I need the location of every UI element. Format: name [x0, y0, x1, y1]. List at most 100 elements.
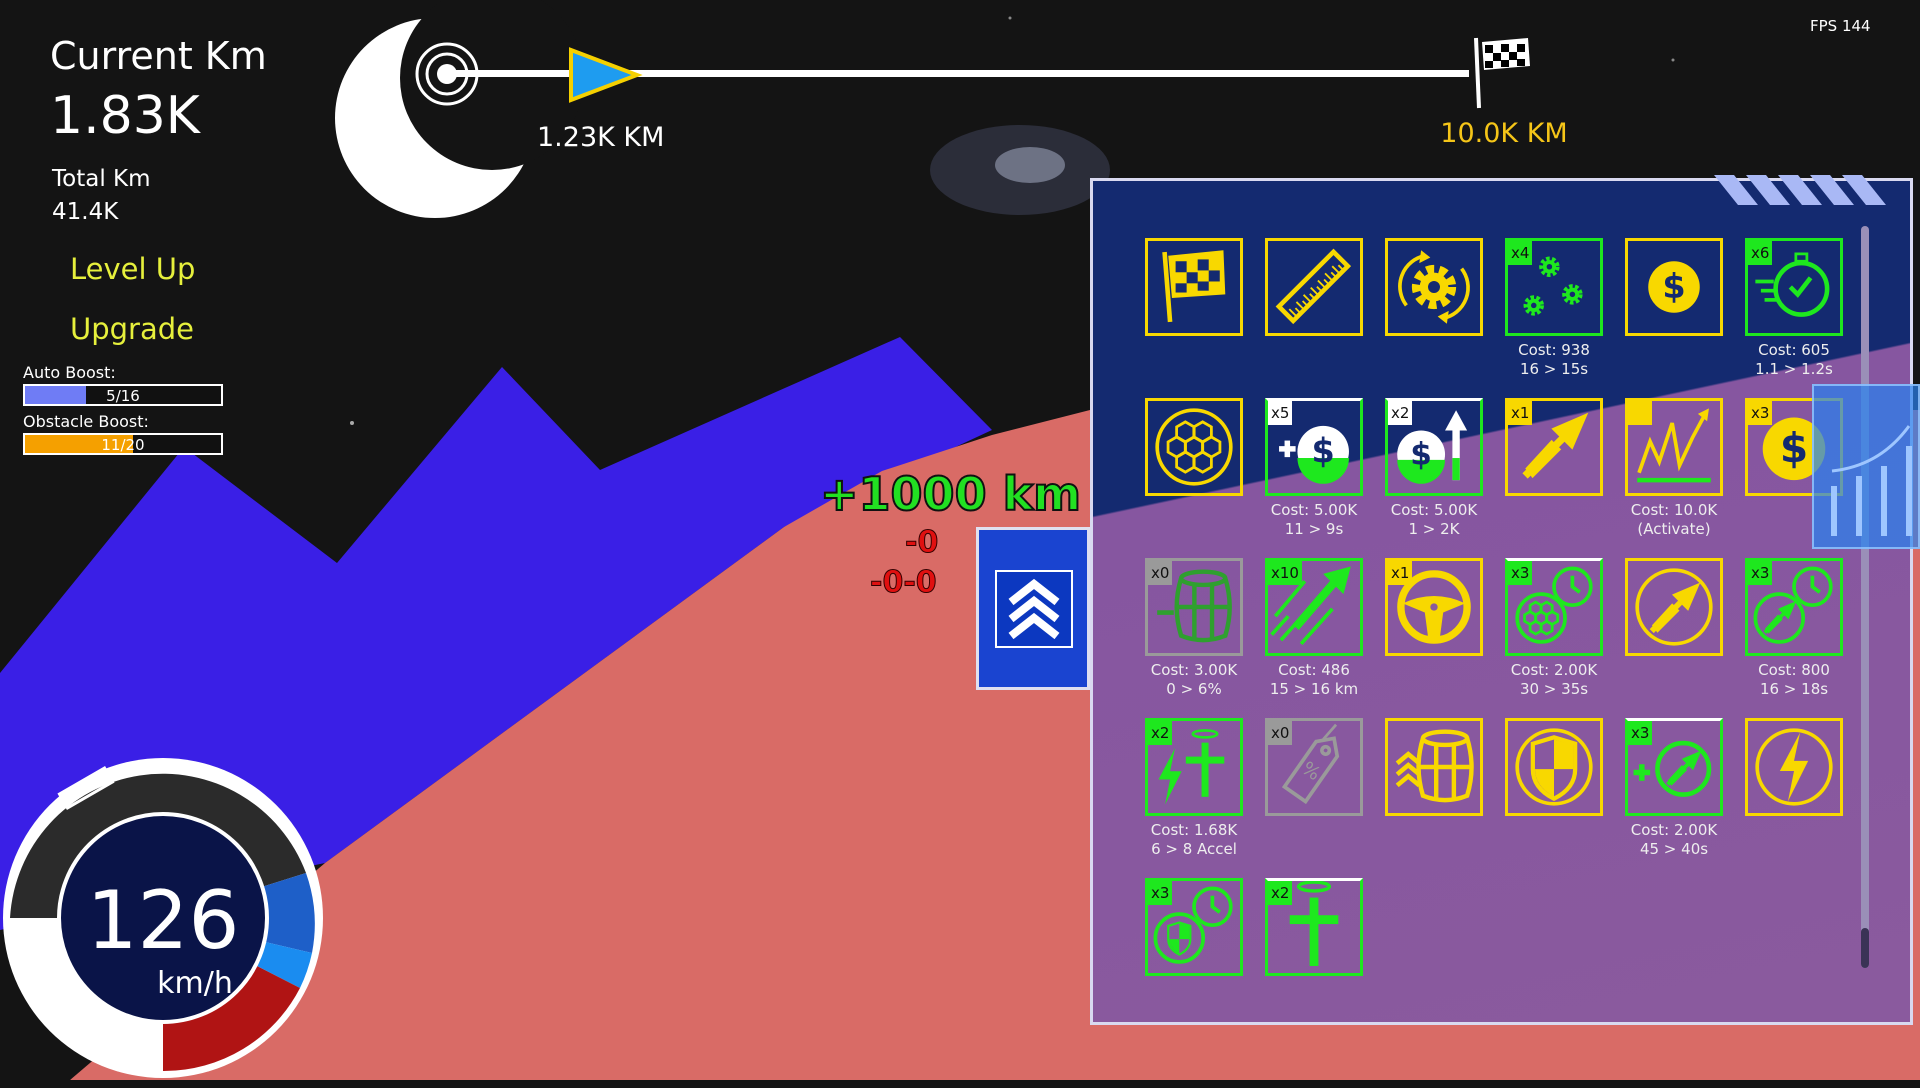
upgrade-slot[interactable] — [1625, 558, 1723, 656]
speedometer: 126 km/h — [3, 758, 323, 1078]
upgrade-level-badge: x3 — [1148, 881, 1173, 905]
steering-wheel-icon — [1397, 570, 1471, 644]
upgrade-effect: 45 > 40s — [1639, 840, 1709, 858]
level-up-button[interactable]: Level Up — [70, 252, 196, 286]
gears-icon — [1523, 256, 1583, 316]
upgrade-level-badge: x2 — [1388, 401, 1413, 425]
upgrade-cost-info: Cost: 10.0K(Activate) — [1604, 501, 1744, 539]
upgrade-slot[interactable]: x10 — [1265, 558, 1363, 656]
upgrade-slot[interactable]: $x5 — [1265, 398, 1363, 496]
upgrade-effect: 16 > 18s — [1759, 680, 1829, 698]
upgrade-slot[interactable]: $ x2 — [1385, 398, 1483, 496]
upgrade-slot[interactable]: %x0 — [1265, 718, 1363, 816]
auto-boost-fill — [25, 386, 87, 404]
moon-icon — [335, 0, 584, 218]
upgrade-slot[interactable]: x1 — [1385, 558, 1483, 656]
scrollbar-thumb[interactable] — [1861, 928, 1869, 968]
upgrade-level-badge: x3 — [1748, 401, 1773, 425]
upgrade-slot[interactable]: x1 — [1505, 398, 1603, 496]
gear-rotate-icon — [1398, 250, 1470, 324]
player-position-marker-icon — [568, 47, 643, 103]
upgrade-slot[interactable] — [1505, 718, 1603, 816]
upgrade-effect: (Activate) — [1637, 520, 1711, 538]
lightning-cross-icon — [1158, 729, 1225, 805]
upgrade-level-badge: x1 — [1388, 561, 1413, 585]
upgrade-cost: Cost: 486 — [1278, 661, 1350, 679]
upgrade-slot[interactable]: x0 — [1145, 558, 1243, 656]
upgrade-slot[interactable]: x3 — [1745, 558, 1843, 656]
upgrade-level-badge: x0 — [1268, 721, 1293, 745]
upgrade-cost: Cost: 938 — [1518, 341, 1590, 359]
honeycomb-clock-icon — [1515, 566, 1593, 644]
upgrade-button[interactable]: Upgrade — [70, 312, 194, 346]
current-distance-label: 1.23K KM — [537, 122, 665, 153]
upgrade-slot[interactable]: x3 — [1145, 878, 1243, 976]
upgrade-slot[interactable] — [1745, 718, 1843, 816]
dollar-icon: $ — [1648, 261, 1700, 313]
upgrade-slot[interactable]: x3 — [1625, 718, 1723, 816]
upgrade-effect: 6 > 8 Accel — [1151, 840, 1237, 858]
upgrade-slot[interactable] — [1625, 398, 1723, 496]
upgrade-slot[interactable] — [1265, 238, 1363, 336]
upgrade-level-badge: x2 — [1268, 881, 1293, 905]
upgrade-cost: Cost: 5.00K — [1270, 501, 1358, 519]
obstacle-boost-bar: 11/20 — [23, 433, 223, 455]
total-km-value: 41.4K — [52, 199, 119, 225]
svg-text:$: $ — [1780, 424, 1808, 472]
upgrade-slot[interactable]: x2 — [1145, 718, 1243, 816]
upgrade-effect: 15 > 16 km — [1269, 680, 1359, 698]
auto-boost-text: 5/16 — [106, 387, 140, 405]
upgrade-slot[interactable] — [1385, 718, 1483, 816]
svg-text:$: $ — [1312, 431, 1335, 470]
obstacle-loss-popup: -0 — [904, 525, 939, 560]
current-km-label: Current Km — [50, 34, 267, 78]
honeycomb-icon — [1155, 408, 1233, 486]
finish-flag-icon — [1474, 37, 1530, 109]
upgrade-level-badge: x6 — [1748, 241, 1773, 265]
upgrade-level-badge — [1628, 401, 1652, 425]
speed-value: 126 — [87, 874, 240, 967]
svg-text:$: $ — [1662, 267, 1685, 306]
upgrade-slot[interactable]: x2 — [1265, 878, 1363, 976]
ruler-icon — [1275, 248, 1352, 325]
stats-chart-icon[interactable] — [1812, 384, 1920, 549]
upgrade-slot[interactable]: x4 — [1505, 238, 1603, 336]
upgrade-cost: Cost: 10.0K — [1630, 501, 1718, 519]
boost-button[interactable] — [976, 527, 1090, 690]
upgrade-effect: 11 > 9s — [1284, 520, 1344, 538]
upgrade-slot[interactable]: $ x3 — [1745, 398, 1843, 496]
arrow-circle-icon — [1635, 568, 1713, 646]
upgrade-effect: 0 > 6% — [1166, 680, 1222, 698]
obstacle-boost-label: Obstacle Boost: — [23, 412, 149, 431]
dollar-up-icon: $ — [1397, 410, 1468, 484]
goal-distance-label: 10.0K KM — [1440, 118, 1568, 149]
arrow-clock-icon — [1753, 566, 1833, 644]
upgrade-slot[interactable]: x3 — [1505, 558, 1603, 656]
upgrade-cost: Cost: 5.00K — [1390, 501, 1478, 519]
upgrade-cost: Cost: 1.68K — [1150, 821, 1238, 839]
upgrade-panel-scrollbar[interactable] — [1861, 226, 1869, 968]
plus-dollar-icon: $ — [1279, 425, 1349, 484]
upgrade-slot[interactable]: x6 — [1745, 238, 1843, 336]
plus-arrow-icon — [1633, 740, 1712, 797]
distance-gain-popup: +1000 km — [819, 467, 1082, 521]
upgrade-slot[interactable] — [1145, 398, 1243, 496]
upgrade-slot[interactable]: $ — [1625, 238, 1723, 336]
svg-text:$: $ — [1410, 436, 1432, 472]
arrow-icon — [1522, 412, 1589, 479]
upgrade-level-badge: x10 — [1268, 561, 1302, 585]
chevrons-up-icon — [995, 570, 1073, 648]
upgrade-slot[interactable] — [1385, 238, 1483, 336]
upgrade-effect: 16 > 15s — [1519, 360, 1589, 378]
discount-tag-icon: % — [1281, 723, 1340, 805]
upgrade-effect: 1.1 > 1.2s — [1755, 360, 1833, 378]
upgrade-cost: Cost: 2.00K — [1630, 821, 1718, 839]
lightning-circle-icon — [1755, 728, 1833, 806]
upgrade-level-badge: x3 — [1508, 561, 1533, 585]
upgrade-slot[interactable] — [1145, 238, 1243, 336]
upgrade-effect: 1 > 2K — [1408, 520, 1460, 538]
